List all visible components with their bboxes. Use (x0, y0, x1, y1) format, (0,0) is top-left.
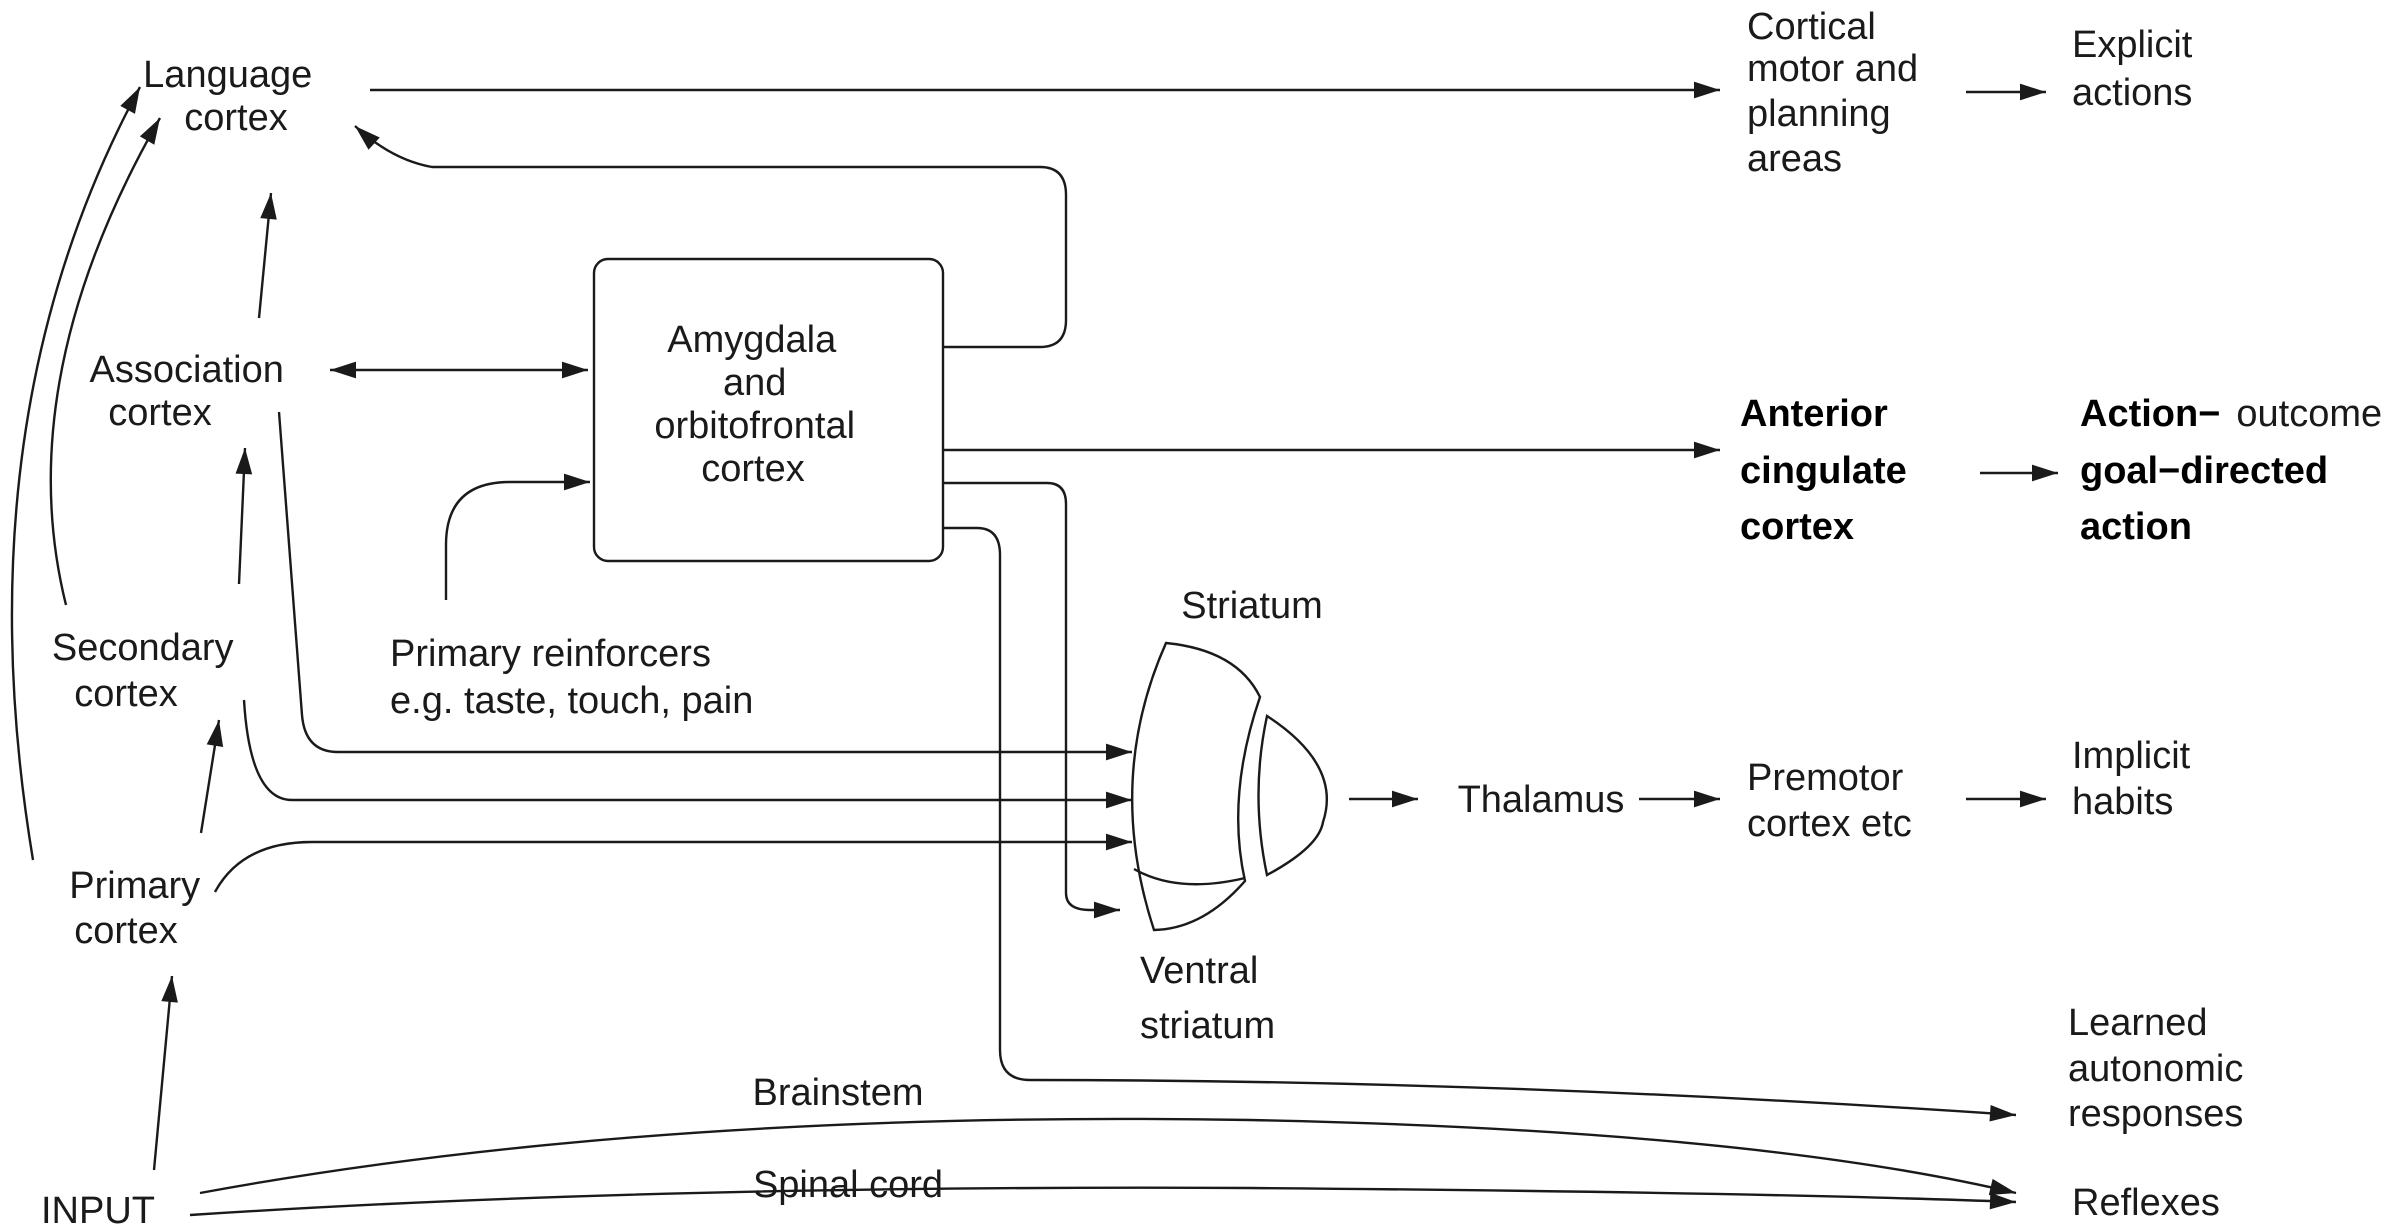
primary-reinforcers-label: Primary reinforcers e.g. taste, touch, p… (390, 633, 753, 722)
ventral-striatum-label: Ventral striatum (1140, 950, 1275, 1047)
edge-input-to-primary (152, 975, 178, 1171)
edge-association-to-striatum (277, 411, 1132, 761)
edge-amygdala-to-language (354, 125, 1068, 349)
edge-primary-to-secondary (199, 719, 224, 834)
spinal-cord-label: Spinal cord (753, 1164, 943, 1206)
goal-directed-action-label: goal−directed action (2080, 450, 2339, 548)
secondary-cortex-label: Secondary cortex (52, 627, 244, 715)
edge-primary-to-language-outer (10, 86, 142, 861)
edge-spinal-cord (189, 1186, 2017, 1217)
language-cortex-label: Language cortex (143, 54, 323, 139)
cortical-motor-label: Cortical motor and planning areas (1747, 6, 1929, 180)
edge-secondary-to-association (235, 447, 253, 585)
implicit-habits-label: Implicit habits (2072, 735, 2201, 823)
primary-cortex-label: Primary cortex (69, 865, 210, 952)
edge-reinforcers-to-amygdala (444, 473, 590, 600)
action-outcome-label: Action− outcome (2080, 393, 2382, 435)
anterior-cingulate-label: Anterior cingulate cortex (1740, 393, 1917, 548)
amygdala-ofc-label: Amygdala and orbitofrontal cortex (654, 319, 865, 490)
edge-amygdala-to-ventral-striatum (944, 481, 1120, 919)
edge-association-to-language (257, 192, 277, 319)
brainstem-label: Brainstem (752, 1072, 923, 1114)
input-label: INPUT (41, 1190, 155, 1229)
edge-secondary-to-language-inner (49, 117, 162, 606)
striatum-label: Striatum (1181, 585, 1322, 627)
edge-amygdala-to-autonomic (944, 526, 2017, 1122)
edge-brainstem (199, 1117, 2017, 1196)
learned-autonomic-label: Learned autonomic responses (2068, 1002, 2254, 1135)
premotor-cortex-label: Premotor cortex etc (1747, 757, 1914, 845)
edge-secondary-to-striatum (242, 699, 1132, 809)
reflexes-label: Reflexes (2072, 1182, 2220, 1224)
edge-primary-to-striatum (213, 833, 1132, 893)
striatum-shape (1130, 641, 1328, 932)
association-cortex-label: Association cortex (90, 349, 295, 434)
explicit-actions-label: Explicit actions (2072, 24, 2203, 114)
thalamus-label: Thalamus (1458, 779, 1625, 821)
amygdala-ofc-box (592, 257, 945, 563)
